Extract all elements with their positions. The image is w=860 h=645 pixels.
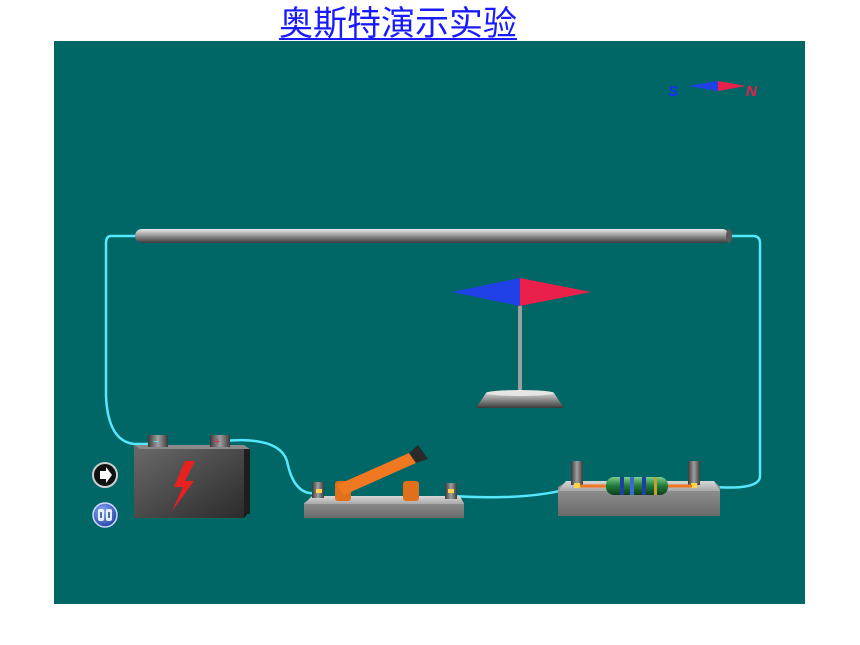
needle-pivot-rod [518,293,522,391]
needle-north-half [520,278,591,306]
arrow-right-icon [100,467,112,483]
resistor-left-post [571,461,583,485]
switch-lever[interactable] [337,453,416,495]
experiment-stage: S N − + [54,41,805,604]
resistor-board [558,461,720,516]
magnetic-needle-stand [452,278,591,408]
battery: − + [134,435,250,518]
needle-south-half [452,278,520,306]
battery-negative-mark: − [153,436,159,448]
switch-clip [403,481,419,501]
legend-south-label: S [668,83,678,100]
legend-needle-south [688,81,718,91]
knife-switch[interactable] [304,445,464,518]
resistor-right-post [688,461,700,485]
legend-needle-north [718,81,746,91]
battery-positive-mark: + [214,436,220,448]
compass-legend: S N [668,81,758,100]
battery-negative-terminal [148,435,168,447]
circuit-wire [104,234,762,499]
conductor-rod [135,229,732,243]
lightning-icon [172,461,195,511]
switch-handle[interactable] [409,445,428,463]
sound-button[interactable] [92,502,118,528]
page-title: 奥斯特演示实验 [279,4,517,44]
needle-stand-base [476,393,564,408]
legend-north-label: N [746,83,758,100]
battery-positive-terminal [210,435,230,447]
circuit-scene: S N − + [92,81,762,528]
resistor [606,477,668,495]
sound-toggle-icon [98,509,112,521]
play-button[interactable] [92,462,118,488]
